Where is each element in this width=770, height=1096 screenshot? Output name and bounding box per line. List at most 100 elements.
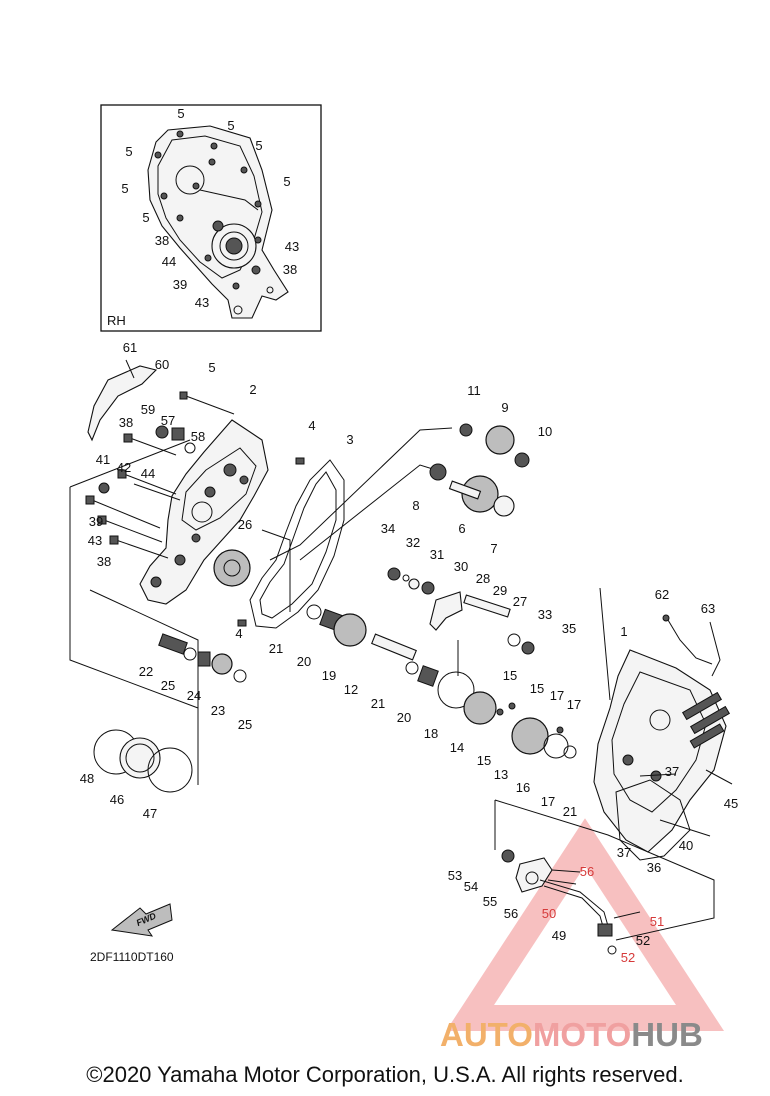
callout-21: 21 [269,641,283,656]
bracket-lower-right [494,799,715,941]
callout-38: 38 [283,262,297,277]
cover-54 [515,857,553,893]
callout-17: 17 [567,697,581,712]
callout-5: 5 [255,138,262,153]
callout-5: 5 [121,181,128,196]
shaft-12 [371,633,417,661]
callout-43: 43 [195,295,209,310]
callout-50: 50 [542,906,556,921]
bracket-left-group [69,439,199,785]
callout-37: 37 [665,764,679,779]
gasket-3 [249,459,345,629]
callout-26: 26 [238,517,252,532]
watermark-auto: AUTO [440,1016,533,1053]
callout-4: 4 [235,626,242,641]
callout-38: 38 [155,233,169,248]
callout-44: 44 [141,466,155,481]
main-drawing: FWD 2DF1110DT160 [69,359,733,964]
callout-4: 4 [308,418,315,433]
fork-28 [429,591,463,631]
callout-5: 5 [227,118,234,133]
callout-41: 41 [96,452,110,467]
callout-10: 10 [538,424,552,439]
callout-14: 14 [450,740,464,755]
callout-7: 7 [490,541,497,556]
callout-37: 37 [617,845,631,860]
callout-6: 6 [458,521,465,536]
callout-28: 28 [476,571,490,586]
callout-29: 29 [493,583,507,598]
shaft-22 [158,633,188,655]
callout-43: 43 [88,533,102,548]
callout-19: 19 [322,668,336,683]
callout-2: 2 [249,382,256,397]
gear-13 [511,717,549,755]
callout-18: 18 [424,726,438,741]
callout-1: 1 [620,624,627,639]
callout-55: 55 [483,894,497,909]
callout-24: 24 [187,688,201,703]
callout-23: 23 [211,703,225,718]
callout-42: 42 [117,460,131,475]
callout-47: 47 [143,806,157,821]
callout-15: 15 [477,753,491,768]
callout-21: 21 [563,804,577,819]
callout-5: 5 [208,360,215,375]
callout-43: 43 [285,239,299,254]
callout-3: 3 [346,432,353,447]
watermark-logo: AUTOMOTOHUB [440,1016,703,1054]
left-bolts [85,391,235,559]
diagram-code: 2DF1110DT160 [90,950,174,964]
callout-5: 5 [177,106,184,121]
callout-61: 61 [123,340,137,355]
callout-16: 16 [516,780,530,795]
callout-5: 5 [142,210,149,225]
callout-58: 58 [191,429,205,444]
callout-52: 52 [621,950,635,965]
callout-38: 38 [119,415,133,430]
left-crankcase-cover [139,419,269,605]
callout-52: 52 [636,933,650,948]
gear-9 [485,425,515,455]
callout-21: 21 [371,696,385,711]
watermark-moto: MOTO [532,1016,632,1053]
callout-17: 17 [541,794,555,809]
callout-48: 48 [80,771,94,786]
callout-22: 22 [139,664,153,679]
callout-53: 53 [448,868,462,883]
callout-20: 20 [397,710,411,725]
callout-63: 63 [701,601,715,616]
gear-26 [213,549,251,587]
gear-19 [333,613,367,647]
watermark-triangle [445,818,725,1031]
callout-56: 56 [580,864,594,879]
callout-46: 46 [110,792,124,807]
callout-51: 51 [650,914,664,929]
callout-49: 49 [552,928,566,943]
right-crankcase-1 [593,649,727,853]
callout-59: 59 [141,402,155,417]
watermark-hub: HUB [631,1016,703,1053]
copyright-notice: ©2020 Yamaha Motor Corporation, U.S.A. A… [86,1062,684,1087]
callout-60: 60 [155,357,169,372]
callout-34: 34 [381,521,395,536]
inset-label-rh: RH [107,313,126,328]
callout-62: 62 [655,587,669,602]
fwd-arrow: FWD [110,903,173,937]
callout-54: 54 [464,879,478,894]
callout-17: 17 [550,688,564,703]
callout-44: 44 [162,254,176,269]
callout-32: 32 [406,535,420,550]
callout-20: 20 [297,654,311,669]
callout-15: 15 [503,668,517,683]
callout-9: 9 [501,400,508,415]
ring-47 [147,747,193,793]
callout-57: 57 [161,413,175,428]
callout-39: 39 [89,514,103,529]
shaft-27 [463,594,511,618]
